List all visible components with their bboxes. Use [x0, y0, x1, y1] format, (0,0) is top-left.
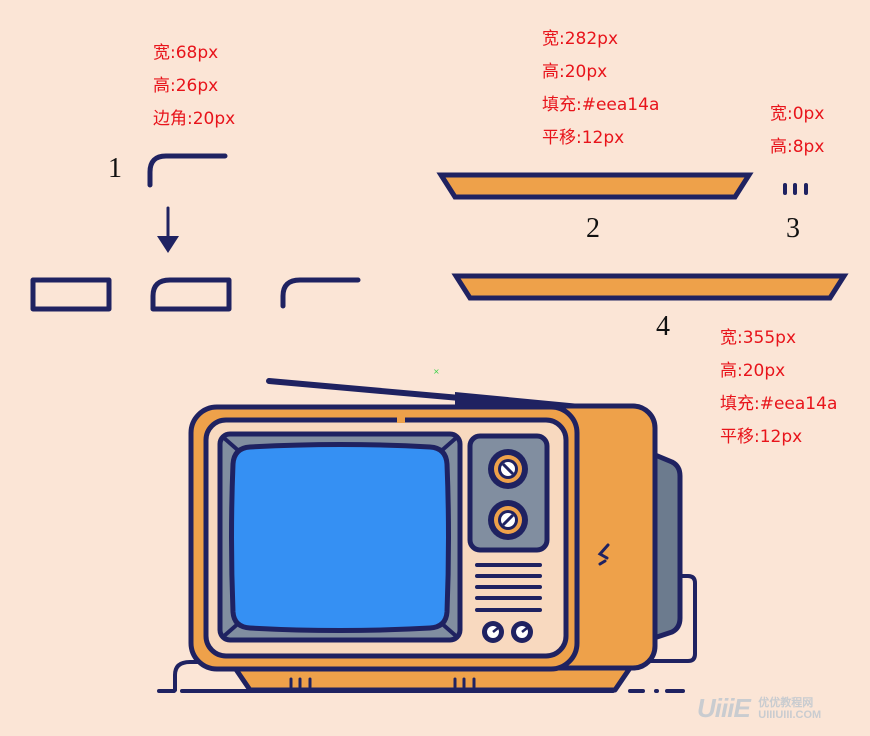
step-1-corner-shape [147, 153, 228, 188]
rectangle-shape [30, 277, 112, 312]
tv-dial-left [482, 621, 504, 643]
tv-cable-left [173, 660, 200, 692]
tv-cable-right [640, 574, 697, 663]
spec-offset: 平移:12px [720, 427, 803, 447]
spec-width: 宽:355px [720, 328, 797, 348]
watermark: UiiiE 优优教程网 UIIIUIII.COM [697, 693, 821, 724]
step-3-ticks [783, 183, 808, 195]
spec-fill: 填充:#eea14a [720, 394, 838, 414]
spec-corner: 边角:20px [153, 109, 236, 129]
tv-knob-top [488, 449, 528, 489]
arrow-head [157, 236, 179, 253]
step-4-trapezoid [451, 273, 849, 301]
tv-screen [229, 442, 451, 633]
step-3-specs: 宽:0px 高:8px [770, 98, 824, 164]
rounded-rectangle-shape [150, 277, 232, 312]
tv-side-mark [597, 543, 610, 566]
tv-dial-right [511, 621, 533, 643]
step-4-specs: 宽:355px 高:20px 填充:#eea14a 平移:12px [720, 322, 837, 454]
spec-fill: 填充:#eea14a [542, 95, 660, 115]
step-2-trapezoid [436, 172, 754, 200]
tv-antenna [266, 378, 463, 401]
step-number-4: 4 [656, 311, 670, 342]
spec-width: 宽:68px [153, 43, 219, 63]
spec-height: 高:8px [770, 137, 825, 157]
spec-height: 高:26px [153, 76, 219, 96]
step-number-1: 1 [108, 153, 122, 184]
step-1-specs: 宽:68px 高:26px 边角:20px [153, 37, 235, 136]
tv-foot-ticks [289, 677, 476, 689]
spec-width: 宽:0px [770, 104, 825, 124]
step-2-specs: 宽:282px 高:20px 填充:#eea14a 平移:12px [542, 23, 659, 155]
spec-offset: 平移:12px [542, 128, 625, 148]
spec-width: 宽:282px [542, 29, 619, 49]
step-number-3: 3 [786, 213, 800, 244]
tv-knob-bottom [488, 500, 528, 540]
cut-corner-shape [280, 277, 361, 309]
spec-height: 高:20px [720, 361, 786, 381]
watermark-logo: UiiiE [697, 693, 751, 723]
cursor-marker: × [433, 367, 440, 376]
watermark-text: 优优教程网 UIIIUIII.COM [758, 696, 822, 721]
tv-speaker-grille [475, 563, 542, 612]
step-number-2: 2 [586, 213, 600, 244]
spec-height: 高:20px [542, 62, 608, 82]
tv-illustration [157, 378, 697, 693]
